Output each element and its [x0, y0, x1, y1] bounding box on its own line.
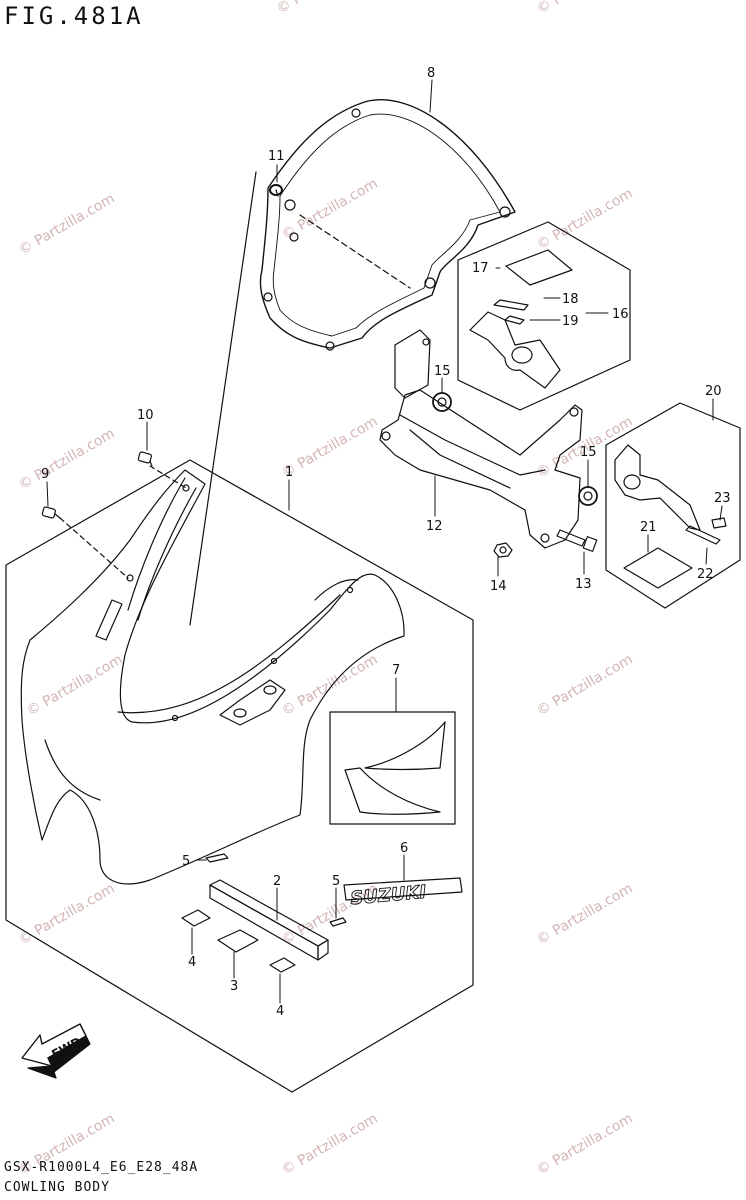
watermark: © Partzilla.com	[279, 1111, 381, 1179]
leader-line	[189, 171, 257, 626]
callout-5a: 5	[182, 854, 190, 869]
watermark: © Partzilla.com	[279, 414, 381, 482]
decal-part-5a	[205, 853, 229, 863]
callout-13: 13	[575, 577, 592, 592]
callout-21: 21	[640, 520, 657, 535]
watermark: © Partzilla.com	[534, 652, 636, 720]
dashed-leader-line	[59, 517, 129, 579]
watermark: © Partzilla.com	[279, 652, 381, 720]
callout-12: 12	[426, 519, 443, 534]
callout-23: 23	[714, 491, 731, 506]
suzuki-emblem-part-6	[343, 877, 463, 901]
dashed-leader-line	[299, 214, 411, 289]
callout-2: 2	[273, 874, 281, 889]
figure-code: GSX-R1000L4_E6_E28_48A	[4, 1160, 199, 1175]
decal-part-5b	[329, 917, 347, 927]
pad-part-3	[217, 929, 259, 953]
nut-part-14	[493, 542, 513, 558]
figure-name: COWLING BODY	[4, 1180, 110, 1195]
callout-15b: 15	[580, 445, 597, 460]
pad-part-4a	[181, 909, 211, 927]
watermark: © Partzilla.com	[16, 881, 118, 949]
callout-8: 8	[427, 66, 435, 81]
callout-14: 14	[490, 579, 507, 594]
callout-6: 6	[400, 841, 408, 856]
callout-7: 7	[392, 663, 400, 678]
grommet-part-15a	[432, 392, 452, 412]
set-box-1	[5, 459, 474, 1093]
callout-20: 20	[705, 384, 722, 399]
watermark: © Partzilla.com	[16, 191, 118, 259]
watermark: © Partzilla.com	[534, 1111, 636, 1179]
screw-part-11	[269, 184, 283, 197]
callout-18: 18	[562, 292, 579, 307]
watermark-layer: © Partzilla.com © Partzilla.com © Partzi…	[16, 0, 636, 1178]
callout-19: 19	[562, 314, 579, 329]
set-box-7	[329, 711, 456, 825]
tape-part-2	[209, 879, 329, 961]
watermark: © Partzilla.com	[534, 0, 636, 17]
callout-1: 1	[285, 465, 293, 480]
callout-leaders	[46, 79, 723, 1004]
grommet-part-15b	[578, 486, 598, 506]
callout-11: 11	[268, 149, 285, 164]
bolt-part-13	[556, 529, 598, 552]
upper-cowling	[20, 469, 405, 885]
callout-10: 10	[137, 408, 154, 423]
figure-title: FIG.481A	[4, 2, 144, 30]
brand-decal-text: SUZUKI	[349, 882, 427, 910]
bracket-part-12	[379, 329, 583, 549]
forward-arrow-icon	[21, 1023, 91, 1079]
callout-labels: 8 11 17 18 19 16 15 10 1 9 20 15 23 12 2…	[41, 66, 731, 1019]
watermark: © Partzilla.com	[534, 881, 636, 949]
callout-22: 22	[697, 567, 714, 582]
callout-16: 16	[612, 307, 629, 322]
set-box-16	[457, 221, 631, 411]
screw-part-9	[41, 506, 61, 519]
screw-part-10	[137, 451, 153, 467]
set-box-20	[605, 402, 741, 609]
dashed-leader-line	[149, 465, 187, 489]
watermark: © Partzilla.com	[16, 426, 118, 494]
callout-4b: 4	[276, 1004, 284, 1019]
callout-17: 17	[472, 261, 489, 276]
callout-15a: 15	[434, 364, 451, 379]
watermark: © Partzilla.com	[274, 0, 376, 17]
callout-3: 3	[230, 979, 238, 994]
callout-9: 9	[41, 467, 49, 482]
callout-5b: 5	[332, 874, 340, 889]
pad-part-4b	[269, 957, 296, 973]
windscreen	[259, 99, 516, 351]
watermark: © Partzilla.com	[24, 652, 126, 720]
callout-4a: 4	[188, 955, 196, 970]
